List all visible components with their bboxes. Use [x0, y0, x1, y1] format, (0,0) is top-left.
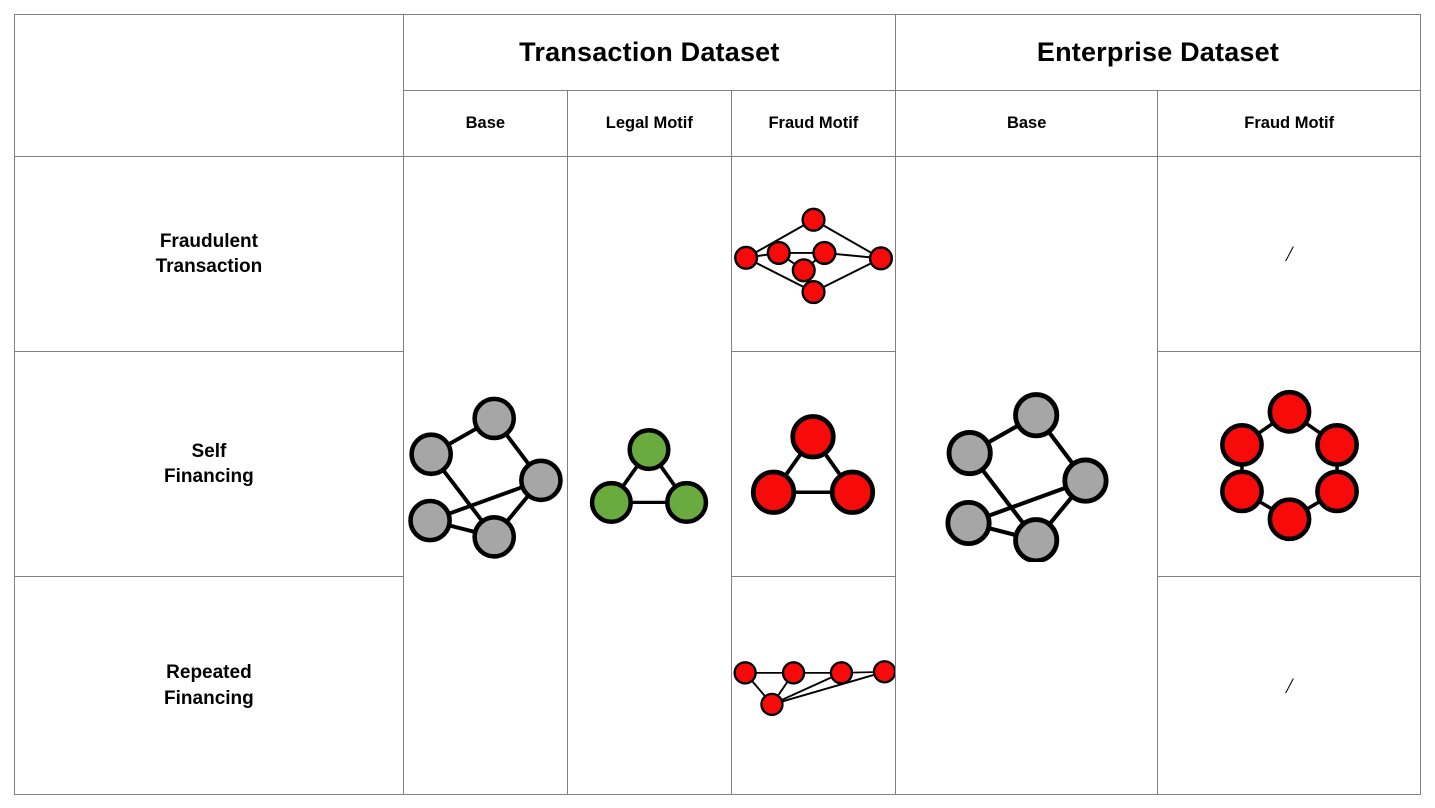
column-header-transaction-legal-motif: Legal Motif	[566, 90, 732, 157]
graph-node	[518, 458, 563, 502]
corner-cell	[14, 14, 404, 157]
graph-node	[1314, 468, 1359, 513]
graph-node	[1314, 422, 1359, 467]
row-label-repeated-financing: Repeated Financing	[14, 576, 404, 795]
column-header-enterprise-base: Base	[894, 90, 1159, 157]
row-label-line1: Repeated	[166, 662, 252, 684]
graph-node	[868, 246, 893, 271]
graph-node	[945, 499, 992, 546]
graph-enterprise-self-financing-fraud-motif	[1219, 389, 1359, 541]
cell-enterprise-fraudulent-transaction-empty: /	[1157, 156, 1421, 352]
graph-nodes	[590, 427, 709, 524]
graph-nodes	[733, 207, 893, 305]
graph-transaction-base	[408, 396, 563, 559]
motif-comparison-table: Transaction Dataset Enterprise Dataset B…	[14, 14, 1422, 795]
cell-fraudulent-transaction-fraud-motif-graph	[730, 156, 896, 352]
graph-node	[1012, 391, 1059, 438]
graph-node	[791, 258, 816, 283]
graph-node	[733, 660, 757, 685]
row-label-line2: Transaction	[155, 256, 263, 277]
column-header-transaction-base: Base	[402, 90, 568, 157]
graph-node	[829, 660, 853, 685]
column-group-transaction-dataset: Transaction Dataset	[402, 14, 896, 91]
graph-nodes	[733, 659, 895, 716]
graph-repeated-financing-fraud-motif	[733, 659, 895, 716]
graph-node	[733, 245, 759, 270]
graph-fraudulent-transaction-fraud-motif	[733, 207, 893, 305]
column-header-transaction-fraud-motif: Fraud Motif	[730, 90, 896, 157]
table-row-repeated-financing: Repeated Financing	[14, 576, 1421, 795]
cell-enterprise-base-graph	[894, 156, 1159, 795]
graph-node	[665, 480, 709, 524]
graph-node	[1219, 468, 1264, 513]
graph-node	[801, 207, 826, 232]
graph-nodes	[945, 391, 1109, 562]
cell-transaction-base-graph	[402, 156, 568, 795]
graph-node	[627, 427, 671, 471]
graph-node	[766, 240, 791, 265]
graph-node	[472, 514, 516, 559]
graph-nodes	[751, 413, 876, 515]
graph-nodes	[408, 396, 563, 559]
graph-nodes	[1219, 389, 1359, 541]
cell-transaction-legal-motif-graph	[566, 156, 732, 795]
graph-node	[1267, 496, 1312, 541]
cell-repeated-financing-fraud-motif-graph	[730, 576, 896, 795]
graph-node	[760, 692, 784, 716]
row-label-line1: Fraudulent	[159, 230, 258, 252]
graph-enterprise-base	[945, 391, 1109, 562]
graph-node	[812, 240, 837, 265]
graph-node	[830, 469, 876, 515]
graph-node	[590, 480, 634, 524]
cell-enterprise-self-financing-fraud-motif-graph	[1157, 351, 1421, 577]
table-header-sub-row: Base Legal Motif Fraud Motif Base Fraud …	[15, 90, 1421, 157]
column-group-enterprise-dataset: Enterprise Dataset	[894, 14, 1422, 91]
graph-node	[801, 279, 826, 305]
graph-node	[751, 469, 797, 515]
row-label-self-financing: Self Financing	[14, 351, 404, 577]
graph-node	[409, 431, 453, 476]
graph-node	[1012, 516, 1059, 562]
graph-transaction-legal-motif	[590, 427, 709, 524]
row-label-line2: Financing	[164, 687, 254, 709]
table-header-group-row: Transaction Dataset Enterprise Dataset	[14, 14, 1422, 157]
table-row-fraudulent-transaction: Fraudulent Transaction	[14, 156, 1421, 795]
graph-node	[946, 429, 993, 476]
row-label-line1: Self	[191, 440, 227, 462]
graph-node	[472, 396, 516, 440]
table-row-self-financing: Self Financing	[14, 351, 1421, 577]
column-header-enterprise-fraud-motif: Fraud Motif	[1157, 90, 1421, 157]
graph-node	[790, 413, 836, 459]
graph-node	[1062, 457, 1109, 504]
row-label-fraudulent-transaction: Fraudulent Transaction	[14, 156, 404, 352]
graph-node	[872, 659, 895, 683]
graph-node	[1267, 389, 1312, 434]
graph-node	[408, 498, 452, 542]
cell-self-financing-fraud-motif-graph	[730, 351, 896, 577]
graph-self-financing-fraud-motif	[751, 413, 876, 515]
cell-enterprise-repeated-financing-empty: /	[1157, 576, 1421, 795]
graph-node	[1219, 422, 1264, 467]
graph-node	[781, 660, 806, 685]
row-label-line2: Financing	[164, 466, 254, 487]
